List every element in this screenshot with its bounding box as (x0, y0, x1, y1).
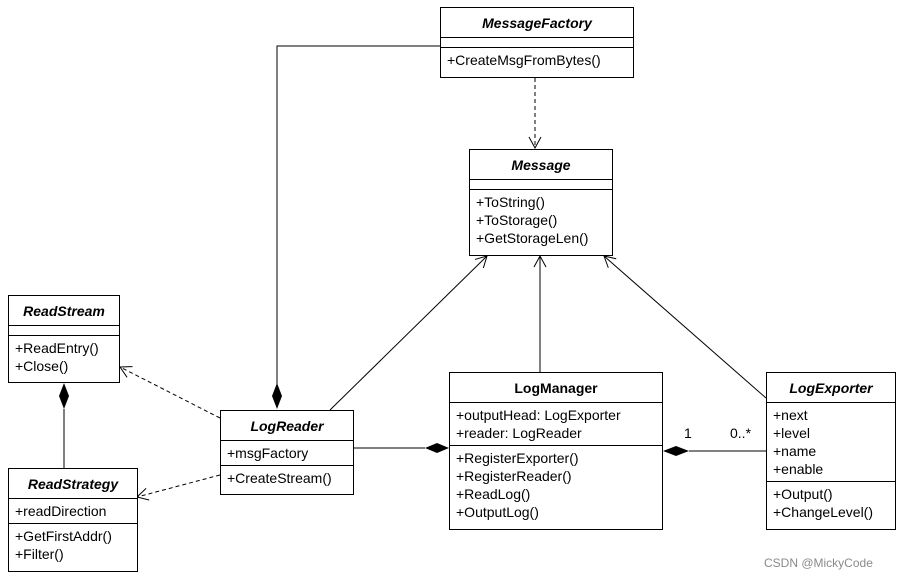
logreader-to-readstrategy-dependency (135, 474, 221, 501)
read-strategy-class[interactable]: ReadStrategy +readDirection +GetFirstAdd… (8, 468, 138, 572)
method-item: +GetFirstAddr() (15, 528, 112, 544)
method-item: +ToString() (476, 194, 545, 210)
method-item: +Close() (15, 358, 69, 374)
log-exporter-attributes: +next +level +name +enable (767, 403, 895, 482)
logreader-to-message-line (329, 255, 488, 411)
log-reader-methods: +CreateStream() (221, 466, 353, 490)
log-manager-attributes: +outputHead: LogExporter +reader: LogRea… (450, 403, 662, 446)
multiplicity-exporter-side: 0..* (730, 425, 752, 441)
attribute-item: +reader: LogReader (456, 425, 582, 441)
method-item: +OutputLog() (456, 504, 539, 520)
method-item: +RegisterExporter() (456, 450, 579, 466)
logmanager-logexporter-diamond (663, 446, 689, 456)
message-name: Message (470, 150, 612, 180)
message-class[interactable]: Message +ToString() +ToStorage() +GetSto… (469, 149, 613, 256)
read-stream-attributes (9, 326, 119, 336)
method-item: +RegisterReader() (456, 468, 572, 484)
log-manager-name: LogManager (450, 373, 662, 403)
message-factory-attributes (441, 38, 633, 48)
log-exporter-name: LogExporter (767, 373, 895, 403)
message-factory-class[interactable]: MessageFactory +CreateMsgFromBytes() (440, 7, 634, 78)
attribute-item: +level (773, 425, 810, 441)
attribute-item: +readDirection (15, 503, 107, 519)
log-manager-methods: +RegisterExporter() +RegisterReader() +R… (450, 446, 662, 524)
read-stream-name: ReadStream (9, 296, 119, 326)
read-strategy-methods: +GetFirstAddr() +Filter() (9, 524, 137, 566)
attribute-item: +name (773, 443, 817, 459)
log-reader-attributes: +msgFactory (221, 441, 353, 466)
message-factory-methods: +CreateMsgFromBytes() (441, 48, 633, 72)
attribute-item: +msgFactory (227, 445, 309, 461)
method-item: +CreateStream() (227, 470, 332, 486)
multiplicity-manager-side: 1 (684, 425, 692, 441)
read-stream-class[interactable]: ReadStream +ReadEntry() +Close() (8, 295, 120, 383)
watermark-text: CSDN @MickyCode (764, 556, 873, 570)
read-strategy-attributes: +readDirection (9, 499, 137, 524)
logmanager-logreader-diamond (425, 443, 449, 453)
log-manager-class[interactable]: LogManager +outputHead: LogExporter +rea… (449, 372, 663, 530)
method-item: +GetStorageLen() (476, 230, 589, 246)
method-item: +CreateMsgFromBytes() (447, 52, 601, 68)
method-item: +ToStorage() (476, 212, 558, 228)
read-strategy-name: ReadStrategy (9, 469, 137, 499)
factory-to-logreader-line (276, 45, 440, 385)
logreader-to-readstream-dependency (119, 366, 221, 419)
log-reader-class[interactable]: LogReader +msgFactory +CreateStream() (220, 410, 354, 495)
log-exporter-methods: +Output() +ChangeLevel() (767, 482, 895, 524)
method-item: +ReadLog() (456, 486, 531, 502)
attribute-item: +enable (773, 461, 824, 477)
factory-logreader-diamond (272, 383, 282, 409)
method-item: +Output() (773, 486, 833, 502)
method-item: +Filter() (15, 546, 64, 562)
method-item: +ReadEntry() (15, 340, 99, 356)
message-factory-name: MessageFactory (441, 8, 633, 38)
method-item: +ChangeLevel() (773, 504, 874, 520)
logexporter-to-message-line (603, 255, 767, 399)
readstream-readstrategy-diamond (59, 383, 69, 409)
attribute-item: +outputHead: LogExporter (456, 407, 621, 423)
attribute-item: +next (773, 407, 808, 423)
log-reader-name: LogReader (221, 411, 353, 441)
log-exporter-class[interactable]: LogExporter +next +level +name +enable +… (766, 372, 896, 530)
message-methods: +ToString() +ToStorage() +GetStorageLen(… (470, 190, 612, 250)
message-attributes (470, 180, 612, 190)
read-stream-methods: +ReadEntry() +Close() (9, 336, 119, 378)
